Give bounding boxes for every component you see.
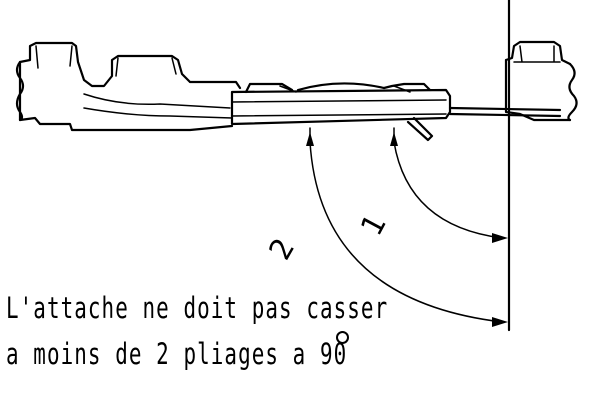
housing-right-detail [513, 45, 561, 63]
angle-arc-1 [393, 141, 503, 239]
degree-symbol [336, 331, 349, 344]
housing-detail [35, 45, 233, 119]
angle-label-1: 1 [354, 209, 393, 241]
connector-housing [18, 41, 242, 132]
arrowhead-arc-2-end [492, 317, 508, 327]
latch-top [244, 82, 432, 94]
arrowhead-arc-1-top [390, 132, 398, 146]
angle-label-2: 2 [263, 233, 302, 266]
contact-tube [230, 88, 452, 126]
note-line-2: a moins de 2 pliages a 90 [6, 337, 348, 371]
arrowhead-arc-1-end [492, 233, 508, 243]
arrowhead-arc-2-top [306, 132, 314, 146]
angle-arc-2 [309, 141, 503, 323]
break-line-left [15, 60, 25, 122]
note-line-1: L'attache ne doit pas casser [6, 291, 389, 325]
connector-housing-right [504, 40, 572, 122]
break-line-right [567, 62, 578, 122]
latch-detail [279, 85, 411, 93]
contact-tube-inner [231, 99, 447, 117]
attache-tab [406, 116, 434, 142]
